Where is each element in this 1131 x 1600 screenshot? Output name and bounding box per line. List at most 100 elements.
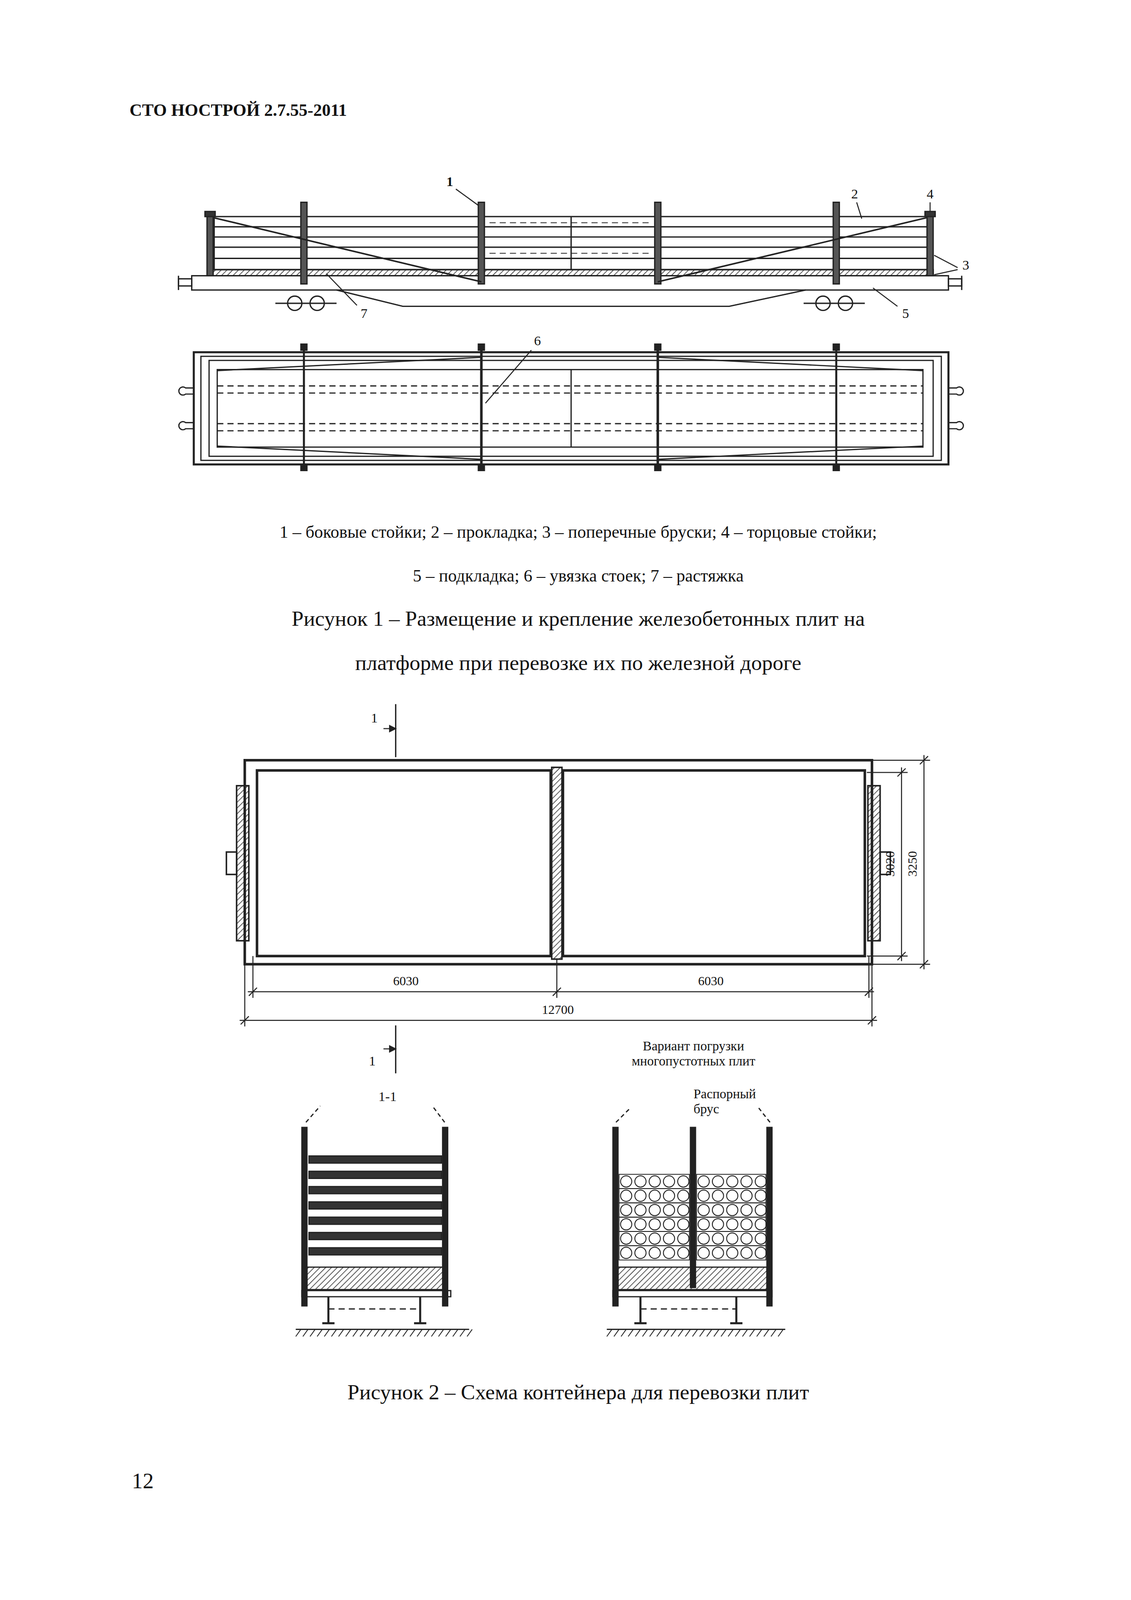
callout-number: 2: [850, 186, 858, 203]
section-title: 1-1: [378, 1088, 397, 1105]
hollow-slab: [618, 1202, 690, 1217]
ground-hatch: [656, 1329, 662, 1337]
key-line: 1 – боковые стойки; 2 – прокладка; 3 – п…: [279, 522, 877, 543]
void: [663, 1247, 675, 1259]
container-plan: [257, 770, 551, 956]
platform-top-view: [178, 421, 194, 430]
leader-line: [929, 202, 931, 212]
container-section: [306, 1105, 321, 1123]
platform-side-view: [178, 202, 962, 311]
ground-hatch: [395, 1329, 401, 1337]
ground-hatch: [345, 1329, 351, 1337]
ground-hatch: [742, 1329, 748, 1337]
ground-hatch: [678, 1329, 684, 1337]
platform-side-view: [300, 202, 307, 285]
callout-number: 3: [962, 257, 970, 274]
platform-side-view: [212, 217, 482, 282]
ground-hatch: [721, 1329, 727, 1337]
slab: [309, 1186, 442, 1194]
hollow-slab: [618, 1231, 690, 1246]
dimension-line: [901, 767, 903, 961]
platform-top-view: [833, 343, 840, 350]
dimension-line: [871, 964, 873, 1027]
container-section-hollow: [607, 1328, 786, 1330]
ground-hatch: [749, 1329, 755, 1337]
slab: [309, 1247, 442, 1256]
ground-hatch: [381, 1329, 387, 1337]
slab: [309, 1171, 442, 1179]
dimension-line: [240, 1016, 250, 1025]
platform-top-view: [480, 347, 483, 470]
platform-side-view: [657, 217, 927, 282]
platform-top-view: [201, 356, 942, 461]
hollow-slab: [618, 1245, 690, 1260]
platform-top-view: [656, 347, 660, 470]
void: [634, 1175, 647, 1188]
void: [663, 1189, 675, 1202]
container-section: [295, 1329, 473, 1337]
void: [712, 1204, 724, 1216]
container-section-hollow: [639, 1296, 642, 1323]
part-name: Распорный брус: [693, 1086, 772, 1117]
void: [741, 1189, 753, 1202]
void: [698, 1247, 710, 1259]
container-section: [322, 1322, 335, 1324]
void: [648, 1232, 661, 1245]
platform-top-view: [217, 422, 923, 425]
ground-hatch: [713, 1329, 719, 1337]
platform-side-view: [208, 269, 934, 276]
platform-top-view: [217, 430, 923, 432]
leader-line: [456, 188, 479, 206]
leader-line: [933, 255, 958, 268]
callout-number: 1: [446, 173, 454, 190]
ground-hatch: [735, 1329, 741, 1337]
void: [677, 1175, 690, 1188]
platform-top-view: [217, 385, 923, 387]
ground-hatch: [699, 1329, 705, 1337]
platform-side-view: [948, 278, 962, 286]
ground-hatch: [338, 1329, 344, 1337]
figure-caption: Рисунок 2 – Схема контейнера для перевоз…: [347, 1379, 810, 1405]
callout-number: 7: [360, 305, 368, 322]
platform-top-view: [300, 343, 307, 350]
page-header: СТО НОСТРОЙ 2.7.55-2011: [129, 100, 348, 121]
void: [755, 1218, 767, 1230]
dimension-line: [249, 987, 258, 996]
void: [677, 1189, 690, 1202]
platform-top-view: [657, 357, 923, 371]
leader-line: [485, 350, 532, 404]
void: [648, 1218, 661, 1230]
ground-hatch: [756, 1329, 762, 1337]
ground-hatch: [388, 1329, 394, 1337]
callout-number: 5: [902, 305, 909, 322]
void: [663, 1218, 675, 1230]
ground-hatch: [613, 1329, 619, 1337]
platform-top-view: [478, 464, 485, 471]
ground-hatch: [445, 1329, 451, 1337]
hollow-slab: [618, 1174, 690, 1189]
platform-top-view: [300, 464, 307, 471]
void: [712, 1232, 724, 1245]
platform-side-view: [654, 202, 661, 285]
ground-hatch: [316, 1329, 322, 1337]
container-section: [432, 1105, 445, 1123]
platform-top-view: [208, 360, 934, 457]
platform-side-view: [275, 302, 337, 304]
dimension: 6030: [393, 973, 419, 989]
container-section-hollow: [617, 1266, 767, 1290]
ground-hatch: [728, 1329, 734, 1337]
void: [620, 1218, 633, 1230]
ground-hatch: [417, 1329, 423, 1337]
void: [634, 1204, 647, 1216]
void: [741, 1175, 753, 1188]
platform-top-view: [178, 386, 194, 395]
dimension: 3250: [905, 850, 920, 877]
dimension-line: [864, 987, 873, 996]
void: [726, 1175, 738, 1188]
dimension-line: [394, 704, 397, 758]
platform-top-view: [835, 347, 837, 470]
dimension-line: [919, 756, 929, 765]
void: [712, 1189, 724, 1202]
void: [634, 1218, 647, 1230]
platform-side-view: [478, 202, 485, 285]
